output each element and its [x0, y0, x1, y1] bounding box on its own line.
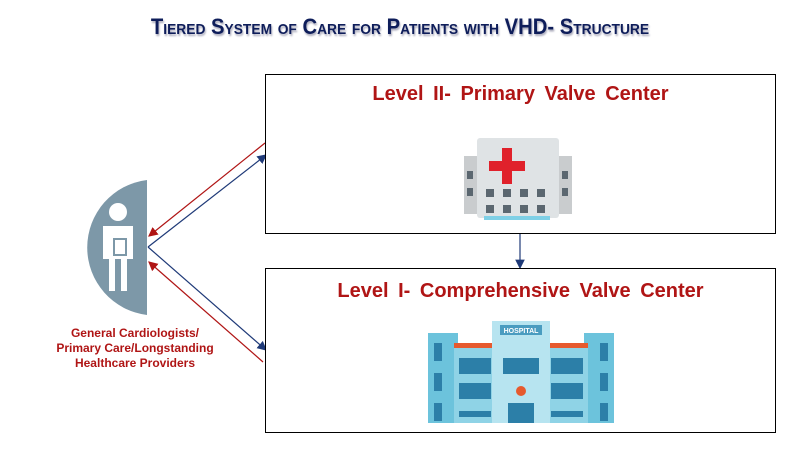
hospital-icon — [464, 138, 572, 220]
arrow-to-level1 — [147, 246, 267, 351]
provider-label: General Cardiologists/ Primary Care/Long… — [40, 326, 230, 371]
level1-box: Level I- Comprehensive Valve Center HOSP… — [265, 268, 776, 433]
arrow-from-level1 — [148, 261, 264, 363]
provider-label-line: Healthcare Providers — [74, 356, 196, 370]
arrow-from-level2 — [148, 142, 266, 237]
hospital-sign: HOSPITAL — [504, 328, 540, 335]
provider-label-line: General Cardiologists/ — [70, 326, 200, 340]
provider-label-line: Primary Care/Longstanding — [56, 341, 214, 355]
level2-title: Level II- Primary Valve Center — [372, 83, 669, 105]
arrow-to-level2 — [147, 154, 267, 248]
doctor-icon — [103, 203, 133, 291]
large-hospital-icon: HOSPITAL — [428, 321, 614, 431]
page-title: Tiered System of Care for Patients with … — [150, 14, 650, 39]
level2-box: Level II- Primary Valve Center — [265, 74, 776, 234]
level1-title: Level I- Comprehensive Valve Center — [337, 280, 704, 302]
